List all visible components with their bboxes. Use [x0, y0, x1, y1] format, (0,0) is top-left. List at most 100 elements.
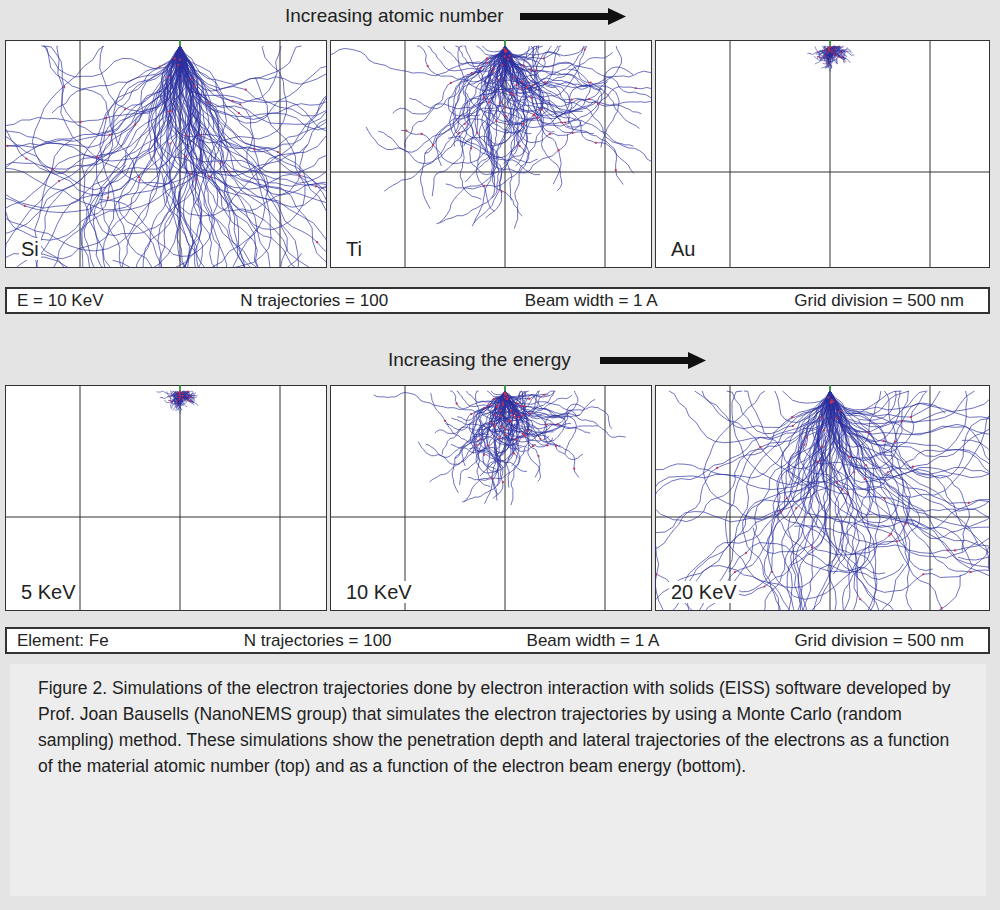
- scatter-event: [456, 402, 458, 404]
- scatter-event: [828, 50, 829, 51]
- electron-trajectory: [655, 391, 830, 602]
- scatter-event: [522, 123, 524, 125]
- scatter-event: [910, 416, 912, 418]
- scatter-event: [864, 478, 866, 480]
- scatter-event: [819, 56, 820, 57]
- grid-line: [405, 40, 406, 268]
- scatter-event: [824, 56, 825, 57]
- electron-trajectory: [462, 391, 506, 466]
- scatter-event: [483, 185, 485, 187]
- scatter-event: [499, 415, 501, 417]
- scatter-event: [207, 102, 209, 104]
- panel-label: Au: [669, 238, 697, 260]
- scatter-event: [853, 471, 855, 473]
- scatter-event: [588, 98, 590, 100]
- scatter-event: [883, 440, 885, 442]
- scatter-event: [890, 533, 892, 535]
- scatter-event: [834, 47, 835, 48]
- scatter-event: [821, 417, 823, 419]
- scatter-event: [179, 392, 180, 393]
- scatter-event: [834, 47, 835, 48]
- panel-label: Ti: [344, 238, 364, 260]
- scatter-event: [940, 607, 942, 609]
- grid-line: [405, 385, 406, 611]
- scatter-event: [502, 402, 504, 404]
- scatter-event: [182, 393, 183, 394]
- scatter-event: [820, 58, 821, 59]
- beam-marker: [829, 40, 831, 48]
- electron-trajectory: [417, 46, 505, 82]
- scatter-event: [239, 103, 241, 105]
- scatter-event: [504, 393, 506, 395]
- scatter-event: [489, 404, 491, 406]
- parameter-text: N trajectories = 100: [244, 631, 392, 651]
- electron-trajectory: [505, 46, 597, 116]
- scatter-event: [834, 50, 835, 51]
- electron-trajectory: [180, 46, 302, 91]
- scatter-event: [24, 205, 26, 207]
- grid-line: [930, 40, 931, 268]
- electron-trajectory: [774, 391, 830, 611]
- scatter-event: [185, 135, 187, 137]
- scatter-event: [833, 54, 834, 55]
- trajectory-plot: [655, 385, 990, 611]
- scatter-event: [555, 445, 557, 447]
- scatter-event: [834, 53, 835, 54]
- grid-line: [605, 385, 606, 611]
- scatter-event: [450, 82, 452, 84]
- electron-trajectory: [170, 391, 182, 403]
- scatter-event: [186, 399, 187, 400]
- scatter-event: [180, 395, 181, 396]
- scatter-event: [510, 92, 512, 94]
- scatter-event: [189, 396, 190, 397]
- parameter-text: Beam width = 1 A: [527, 631, 660, 651]
- scatter-event: [191, 78, 193, 80]
- scatter-event: [486, 57, 488, 59]
- electron-trajectory: [829, 46, 845, 63]
- scatter-event: [502, 404, 504, 406]
- scatter-event: [134, 124, 136, 126]
- electron-trajectory: [5, 46, 180, 259]
- scatter-event: [817, 51, 818, 52]
- scatter-event: [177, 64, 179, 66]
- electron-trajectory: [505, 46, 619, 147]
- electron-trajectory: [830, 46, 843, 51]
- scatter-event: [299, 175, 301, 177]
- scatter-event: [432, 144, 434, 146]
- scatter-event: [505, 115, 507, 117]
- scatter-event: [514, 416, 516, 418]
- scatter-event: [597, 103, 599, 105]
- scatter-event: [791, 416, 793, 418]
- scatter-event: [827, 396, 829, 398]
- scatter-event: [506, 398, 508, 400]
- scatter-event: [497, 404, 499, 406]
- scatter-event: [859, 598, 861, 600]
- scatter-event: [499, 410, 501, 412]
- scatter-event: [805, 436, 807, 438]
- electron-trajectory: [457, 391, 505, 420]
- scatter-event: [421, 133, 423, 135]
- scatter-event: [507, 396, 509, 398]
- electron-trajectory: [32, 46, 185, 196]
- electron-trajectory: [830, 391, 990, 411]
- scatter-event: [187, 396, 188, 397]
- scatter-event: [495, 414, 497, 416]
- scatter-event: [504, 106, 506, 108]
- scatter-event: [179, 395, 180, 396]
- scatter-event: [179, 393, 180, 394]
- scatter-event: [168, 400, 169, 401]
- scatter-event: [183, 392, 184, 393]
- scatter-event: [179, 394, 180, 395]
- electron-trajectory: [5, 46, 183, 268]
- parameter-box: Element: FeN trajectories = 100Beam widt…: [5, 627, 990, 654]
- scatter-event: [502, 481, 504, 483]
- scatter-event: [615, 169, 617, 171]
- scatter-event: [500, 191, 502, 193]
- scatter-event: [803, 444, 805, 446]
- electron-trajectory: [814, 46, 830, 61]
- scatter-event: [840, 52, 841, 53]
- scatter-event: [169, 396, 170, 397]
- scatter-event: [838, 56, 839, 57]
- scatter-event: [493, 398, 495, 400]
- scatter-event: [508, 55, 510, 57]
